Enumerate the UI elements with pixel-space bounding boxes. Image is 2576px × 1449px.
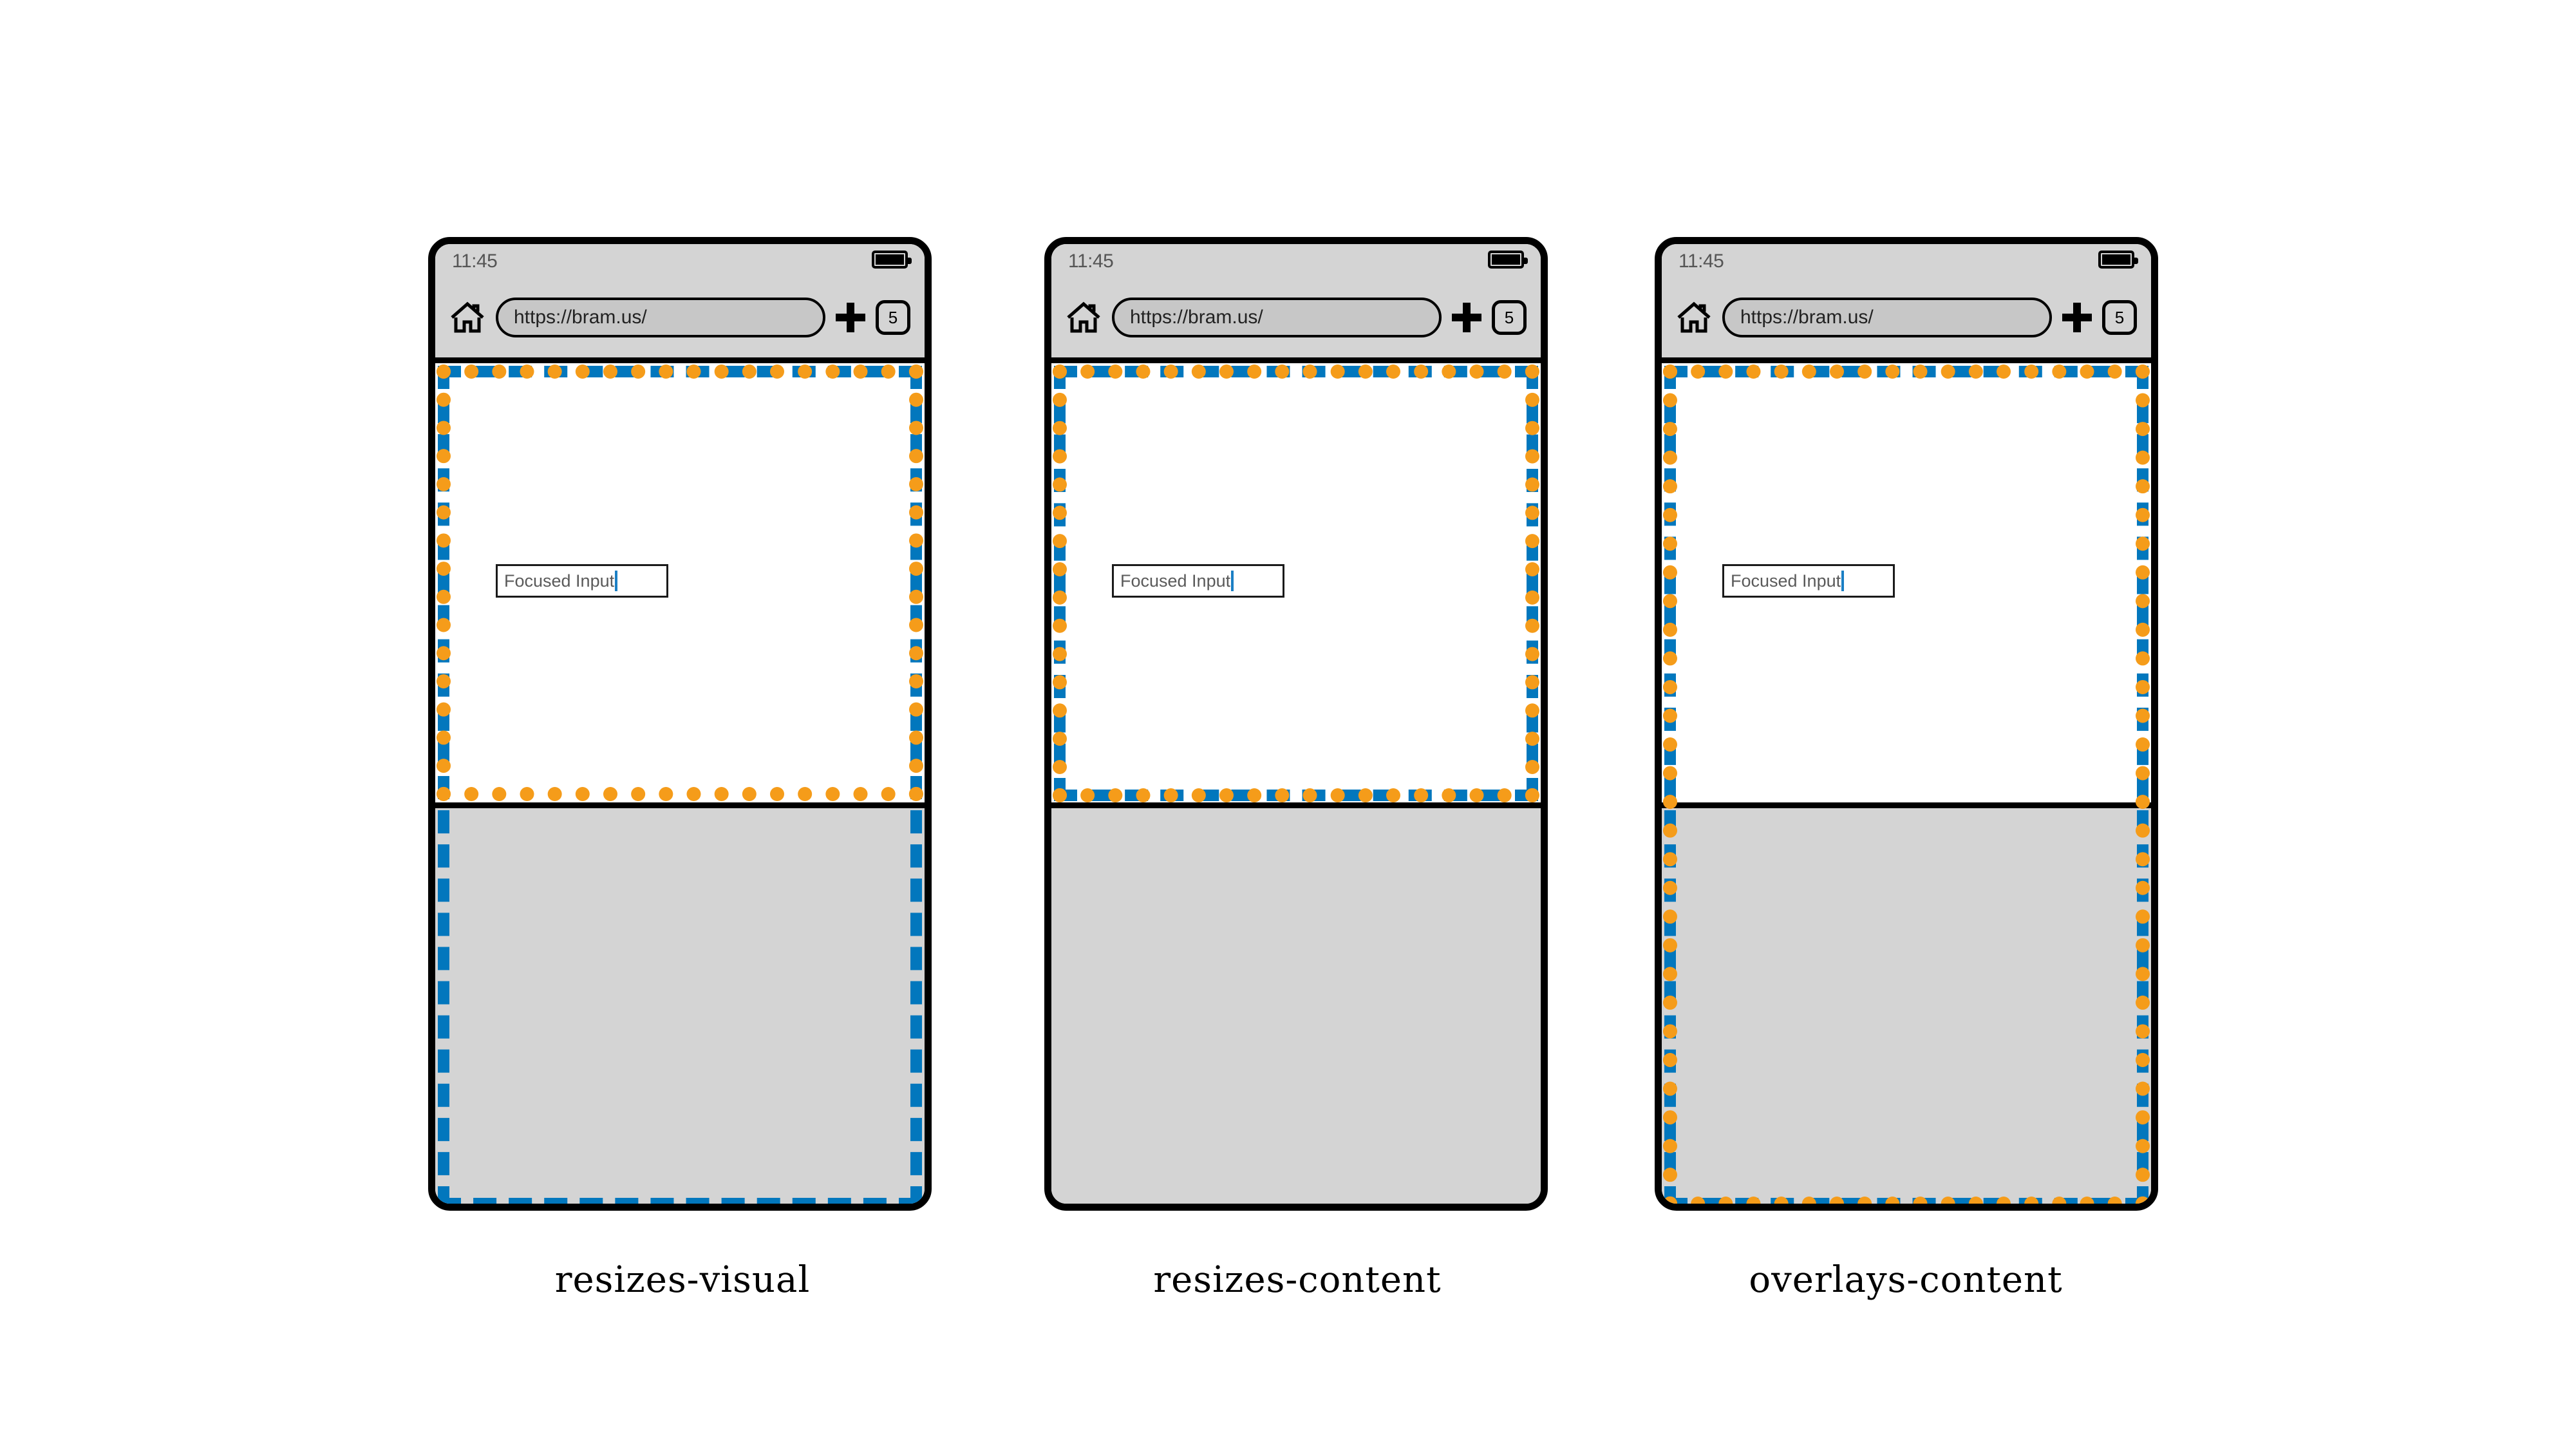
plus-icon[interactable] xyxy=(836,303,865,332)
device-screen: Focused Input xyxy=(1051,363,1541,1204)
battery-full-icon xyxy=(872,251,912,269)
focused-input-value: Focused Input xyxy=(504,571,615,591)
browser-chrome: 11:45 https://bram.us/ 5 xyxy=(1662,244,2151,363)
page-content-area: Focused Input xyxy=(1051,363,1541,802)
focused-input-value: Focused Input xyxy=(1731,571,1841,591)
home-icon[interactable] xyxy=(1676,301,1712,334)
url-text: https://bram.us/ xyxy=(1740,307,1874,328)
focused-input-field[interactable]: Focused Input xyxy=(1112,564,1284,598)
url-bar[interactable]: https://bram.us/ xyxy=(496,298,825,337)
plus-icon[interactable] xyxy=(1452,303,1481,332)
status-bar: 11:45 xyxy=(1662,244,2151,278)
focused-input-value: Focused Input xyxy=(1120,571,1231,591)
focused-input-field[interactable]: Focused Input xyxy=(1722,564,1895,598)
status-bar: 11:45 xyxy=(435,244,925,278)
status-clock: 11:45 xyxy=(1678,251,1724,272)
url-bar[interactable]: https://bram.us/ xyxy=(1112,298,1442,337)
tab-count-badge[interactable]: 5 xyxy=(1492,300,1527,335)
battery-full-icon xyxy=(1488,251,1528,269)
text-caret xyxy=(1231,571,1234,591)
page-content-area: Focused Input xyxy=(435,363,925,802)
battery-full-icon xyxy=(2098,251,2138,269)
phone-overlays-content: 11:45 https://bram.us/ 5 Focused Input xyxy=(1655,237,2158,1211)
caption-resizes-visual: resizes-visual xyxy=(554,1259,811,1301)
browser-toolbar: https://bram.us/ 5 xyxy=(1051,278,1541,357)
keyboard-divider xyxy=(435,802,925,808)
tab-count-badge[interactable]: 5 xyxy=(2102,300,2137,335)
url-bar[interactable]: https://bram.us/ xyxy=(1722,298,2052,337)
keyboard-divider xyxy=(1662,802,2151,808)
caption-resizes-content: resizes-content xyxy=(1153,1259,1442,1301)
device-screen: Focused Input xyxy=(435,363,925,1204)
status-clock: 11:45 xyxy=(452,251,498,272)
caption-overlays-content: overlays-content xyxy=(1749,1259,2063,1301)
keyboard-divider xyxy=(1051,802,1541,808)
device-screen: Focused Input xyxy=(1662,363,2151,1204)
browser-toolbar: https://bram.us/ 5 xyxy=(1662,278,2151,357)
phone-resizes-content: 11:45 https://bram.us/ 5 Focused Input xyxy=(1044,237,1548,1211)
page-content-area: Focused Input xyxy=(1662,363,2151,802)
status-bar: 11:45 xyxy=(1051,244,1541,278)
browser-toolbar: https://bram.us/ 5 xyxy=(435,278,925,357)
focused-input-field[interactable]: Focused Input xyxy=(496,564,668,598)
text-caret xyxy=(615,571,618,591)
browser-chrome: 11:45 https://bram.us/ 5 xyxy=(1051,244,1541,363)
virtual-keyboard-area xyxy=(1662,808,2151,1204)
phone-resizes-visual: 11:45 https://bram.us/ 5 Focused Input xyxy=(428,237,932,1211)
virtual-keyboard-area xyxy=(1051,808,1541,1204)
browser-chrome: 11:45 https://bram.us/ 5 xyxy=(435,244,925,363)
text-caret xyxy=(1841,571,1845,591)
plus-icon[interactable] xyxy=(2062,303,2092,332)
url-text: https://bram.us/ xyxy=(1130,307,1263,328)
home-icon[interactable] xyxy=(1066,301,1102,334)
url-text: https://bram.us/ xyxy=(514,307,647,328)
home-icon[interactable] xyxy=(449,301,485,334)
status-clock: 11:45 xyxy=(1068,251,1114,272)
tab-count-badge[interactable]: 5 xyxy=(876,300,910,335)
virtual-keyboard-area xyxy=(435,808,925,1204)
